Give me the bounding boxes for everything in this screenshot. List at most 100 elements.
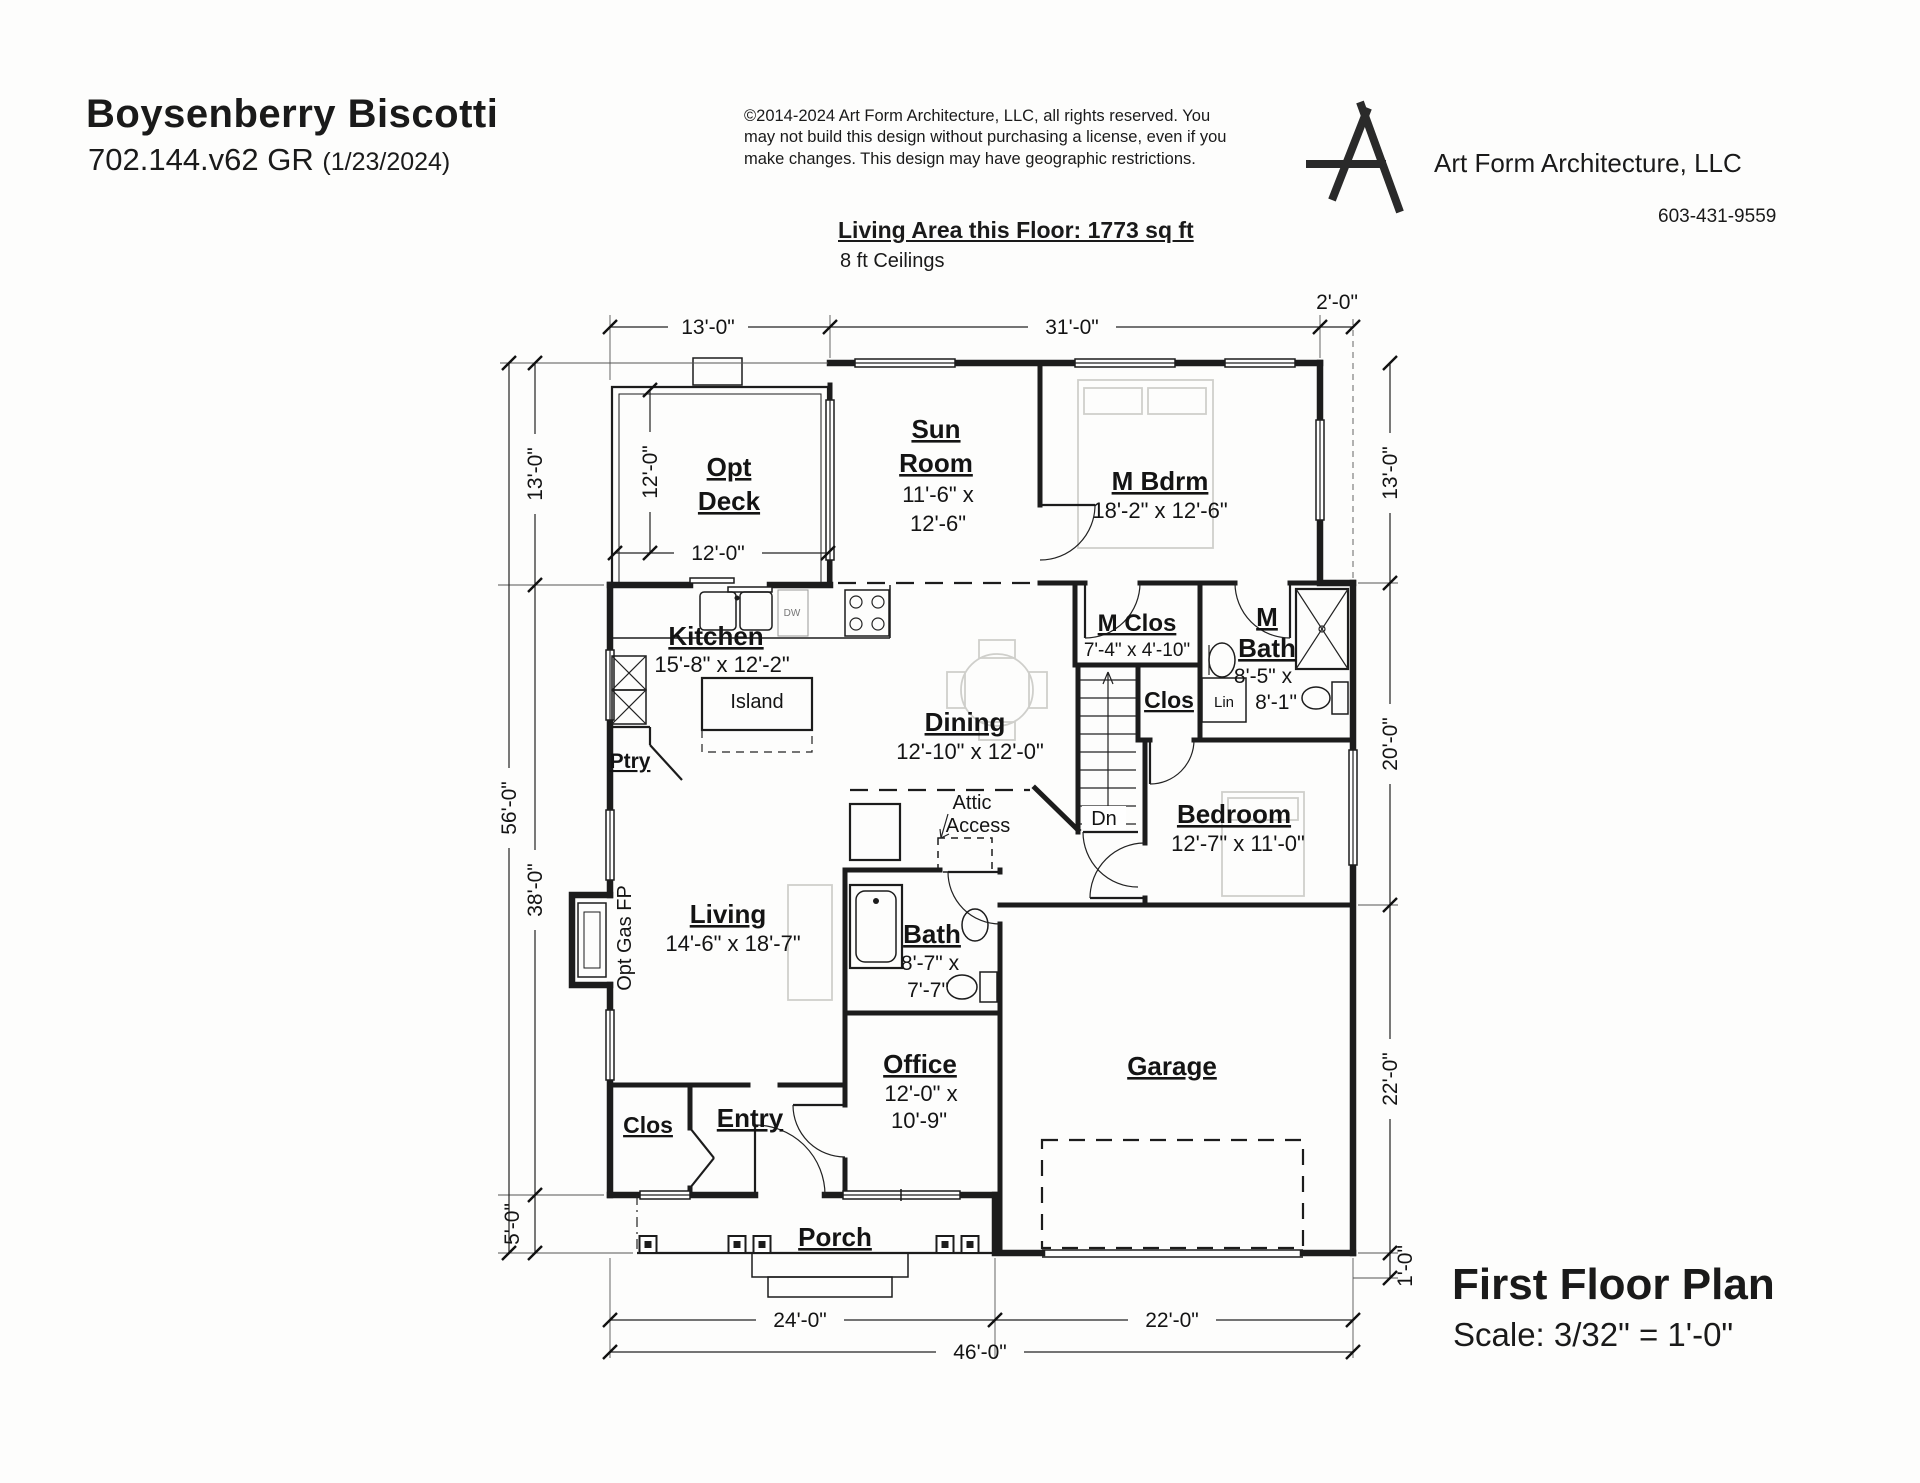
label-opt-deck-1: Opt [707, 452, 752, 482]
label-opt-deck-2: Deck [698, 486, 761, 516]
window-icon [605, 1009, 615, 1081]
window-icon [1074, 358, 1176, 368]
dim-right-master: 13'-0" [1379, 446, 1402, 500]
label-gas-fireplace: Opt Gas FP [614, 885, 636, 991]
dims-office-1: 12'-0" x [884, 1081, 957, 1106]
copyright-text: ©2014-2024 Art Form Architecture, LLC, a… [744, 107, 1227, 168]
label-stairs-dn: Dn [1091, 808, 1117, 830]
dimension-lines [501, 319, 1398, 1360]
dims-sun-room-2: 12'-6" [910, 511, 966, 536]
dims-m-bath-1: 8'-5" x [1234, 665, 1293, 688]
hall-bath-fixtures [848, 883, 998, 1003]
window-icon [1348, 749, 1358, 866]
door-hall-clos [1148, 739, 1195, 785]
plan-date: (1/23/2024) [322, 148, 451, 176]
furniture-hints [787, 379, 1305, 1001]
exterior-walls [606, 359, 1357, 1257]
door-m-bdrm [1039, 503, 1096, 561]
dims-m-bdrm: 18'-2" x 12'-6" [1092, 498, 1227, 523]
label-sun-room-2: Room [899, 448, 973, 478]
dim-top-bump: 2'-0" [1316, 291, 1358, 314]
label-m-clos: M Clos [1098, 610, 1177, 637]
doors [649, 503, 1292, 1196]
label-pantry: Ptry [610, 750, 651, 773]
dims-bath-2: 7'-7" [907, 979, 949, 1002]
stairs [1080, 662, 1141, 830]
dim-bottom-right: 22'-0" [1145, 1309, 1199, 1332]
window-icon [842, 1189, 961, 1201]
label-living: Living [690, 899, 767, 929]
label-linen: Lin [1214, 694, 1234, 711]
window-icon [825, 399, 835, 561]
label-island: Island [730, 691, 783, 713]
label-dining: Dining [925, 707, 1006, 737]
extension-lines [498, 315, 1398, 1358]
sheet-scale: Scale: 3/32" = 1'-0" [1453, 1316, 1734, 1353]
label-hall-clos: Clos [1144, 687, 1194, 713]
company-name: Art Form Architecture, LLC [1434, 148, 1742, 178]
dims-office-2: 10'-9" [891, 1108, 947, 1133]
slider-door-icon [689, 577, 773, 593]
label-entry-clos: Clos [623, 1112, 673, 1138]
label-dishwasher: DW [784, 608, 801, 619]
door-pantry [649, 744, 683, 781]
porch-post-icon [935, 1235, 955, 1254]
dims-dining: 12'-10" x 12'-0" [896, 739, 1044, 764]
door-entry-closet [689, 1127, 715, 1189]
dim-top-main: 31'-0" [1045, 316, 1099, 339]
sheet-title: First Floor Plan [1452, 1260, 1775, 1309]
dim-deck-width: 12'-0" [691, 542, 745, 565]
dimension-labels: 13'-0" 31'-0" 2'-0" 56'-0" 13'-0" 38'-0"… [498, 291, 1417, 1364]
sink-icon [1208, 642, 1236, 678]
door-m-bath [1234, 582, 1292, 639]
company-logo-a-icon [1306, 100, 1404, 214]
window-icon [605, 809, 615, 881]
company-phone: 603-431-9559 [1658, 206, 1777, 227]
label-m-bath-2: Bath [1238, 633, 1296, 663]
ceiling-note: 8 ft Ceilings [840, 250, 945, 272]
label-attic-2: Access [946, 815, 1010, 837]
label-bedroom: Bedroom [1177, 799, 1291, 829]
label-porch: Porch [798, 1222, 872, 1252]
label-kitchen: Kitchen [668, 621, 763, 651]
dims-bedroom: 12'-7" x 11'-0" [1171, 831, 1305, 856]
label-sun-room-1: Sun [911, 414, 960, 444]
door-front [753, 1124, 826, 1196]
dims-m-bath-2: 8'-1" [1255, 691, 1297, 714]
island [700, 676, 814, 753]
label-m-bath-1: M [1256, 602, 1278, 632]
stove-icon [844, 589, 890, 637]
label-attic-1: Attic [953, 792, 992, 814]
door-bedroom [1089, 842, 1146, 900]
door-m-clos [1083, 582, 1141, 639]
attic-access [937, 813, 993, 873]
door-bath [947, 870, 1001, 925]
living-area-note: Living Area this Floor: 1773 sq ft [838, 217, 1194, 243]
porch-post-icon [727, 1235, 747, 1254]
plan-number: 702.144.v62 GR [88, 142, 314, 177]
tub-icon [848, 883, 904, 970]
sink-icon [961, 908, 989, 942]
dims-kitchen: 15'-8" x 12'-2" [654, 652, 789, 677]
toilet-icon [946, 971, 998, 1003]
door-stairs [1082, 830, 1139, 888]
room-labels: Opt Deck Sun Room 11'-6" x 12'-6" M Bdrm… [610, 414, 1305, 1252]
dim-right-mid: 20'-0" [1379, 717, 1402, 771]
windows [605, 358, 1358, 1201]
window-icon [1315, 419, 1325, 521]
shower-icon [1294, 587, 1350, 671]
label-bath: Bath [903, 919, 961, 949]
dim-deck-depth: 12'-0" [639, 445, 662, 499]
dim-bottom-total: 46'-0" [953, 1341, 1007, 1364]
dims-m-clos: 7'-4" x 4'-10" [1084, 640, 1190, 661]
window-icon [639, 1190, 691, 1200]
porch-post-icon [638, 1235, 658, 1254]
toilet-icon [1301, 681, 1349, 715]
plan-title: Boysenberry Biscotti [86, 92, 499, 136]
garage-door [1040, 1138, 1305, 1258]
window-icon [605, 649, 615, 721]
dims-sun-room-1: 11'-6" x [902, 482, 974, 507]
plan-number-line: 702.144.v62 GR (1/23/2024) [88, 142, 450, 178]
